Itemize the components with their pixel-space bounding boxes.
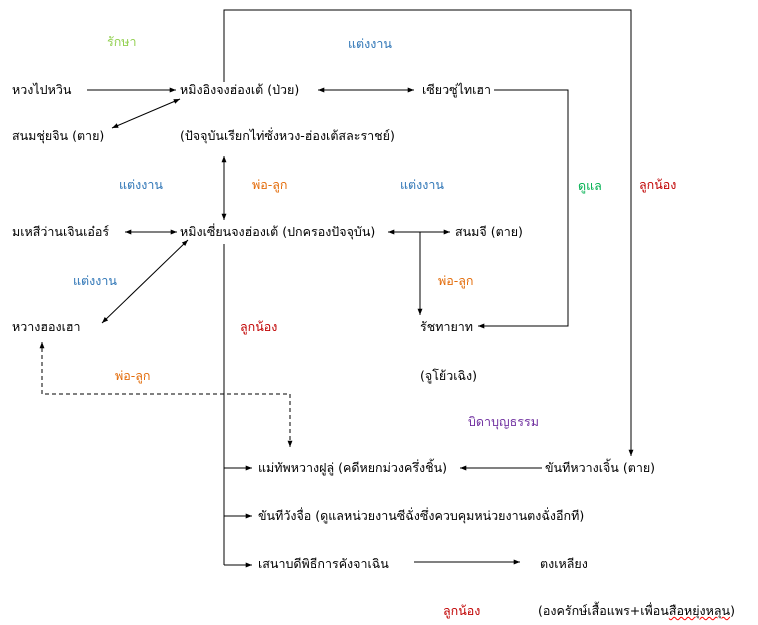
node-heir: รัชทายาท [420, 319, 474, 334]
label-father-son-2: พ่อ-ลูก [438, 273, 474, 288]
node-heir-name: (จูโย้วเฉิง) [420, 368, 478, 383]
node-sanom-ji: สนมจี (ตาย) [455, 224, 523, 239]
edge-general-huanghong-dashed [39, 342, 293, 447]
node-mingi-note: (ปัจจุบันเรียกไท่ซั่งหวง-ฮ่องเต้สละราชย์… [180, 128, 395, 143]
node-sanom-chui: สนมชุ่ยจิน (ตาย) [12, 128, 105, 143]
node-huang-paiwin: หวงไปหวิน [12, 82, 72, 97]
node-tong-liang: ตงเหลียง [540, 556, 588, 571]
node-huang-hong: หวางฮองเฮา [12, 319, 81, 334]
node-mahesi: มเหสีว่านเจินเอ๋อร์ [12, 224, 110, 239]
edge-sanomchui-mingi [111, 98, 181, 129]
label-marry-low: แต่งงาน [73, 273, 117, 288]
node-general: แม่ทัพหวางฝูลู่ (คดีหยกม่วงครึ่งชิ้น) [258, 460, 448, 475]
node-minister: เสนาบดีพิธีการคังจาเฉิน [258, 556, 389, 571]
edge-mingi-eunuchhuang [223, 9, 634, 456]
node-footnote: (องครักษ์เสื้อแพร+เพื่อนสือหยุ่งหลุน) [538, 603, 735, 619]
label-marry-left: แต่งงาน [119, 177, 163, 192]
label-subordinate-mid: ลูกน้อง [240, 319, 278, 334]
node-mingi-cheng: หมิงอิงจงฮ่องเต้ (ป่วย) [180, 82, 300, 97]
label-adoptive-father: บิดาบุญธรรม [468, 414, 539, 429]
label-marry-top: แต่งงาน [348, 36, 392, 51]
label-father-son-1: พ่อ-ลูก [252, 177, 288, 192]
node-xiew-zhu: เซียวซู่ไทเฮา [422, 82, 492, 97]
label-subordinate-bottom: ลูกน้อง [443, 603, 481, 618]
label-marry-mid: แต่งงาน [400, 177, 444, 192]
label-love: รักษา [107, 34, 137, 49]
footnote-suffix: ) [730, 603, 735, 618]
edge-huanghong-mingxien [101, 239, 189, 324]
node-mingxien: หมิงเซี่ยนจงฮ่องเต้ (ปกครองปัจจุบัน) [180, 224, 376, 239]
node-eunuch-huang: ขันทีหวางเจิ้น (ตาย) [545, 460, 656, 475]
footnote-prefix: (องครักษ์เสื้อแพร+เพื่อน [538, 603, 669, 618]
label-father-son-3: พ่อ-ลูก [115, 368, 151, 383]
footnote-squiggled: สือหยุ่งหลุน [668, 603, 731, 618]
edge-xiewzhu-heir [478, 89, 569, 329]
label-subordinate-right: ลูกน้อง [639, 177, 677, 192]
node-eunuch-wang: ขันทีวังจื่อ (ดูแลหน่วยงานซีฉั่งซึ่งควบค… [258, 508, 585, 523]
label-care: ดูแล [578, 178, 602, 193]
